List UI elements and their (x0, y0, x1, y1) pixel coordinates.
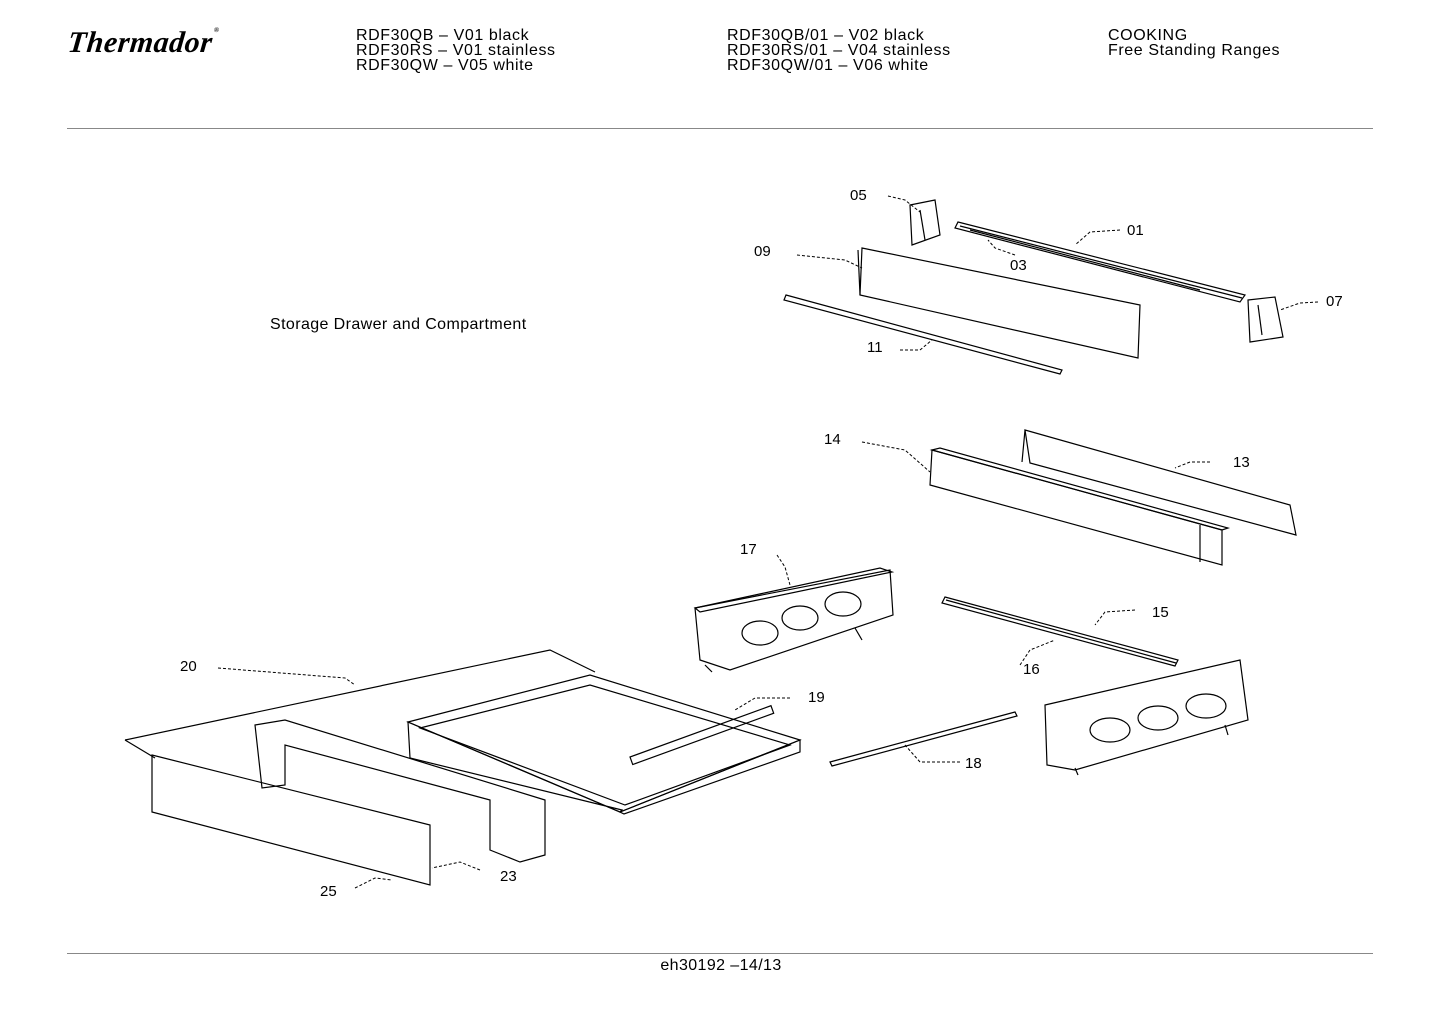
label-18: 18 (965, 755, 982, 772)
label-03: 03 (1010, 257, 1027, 274)
label-01: 01 (1127, 222, 1144, 239)
label-14: 14 (824, 431, 841, 448)
part-15-rail (941, 596, 1179, 667)
category-subtitle: Free Standing Ranges (1108, 42, 1281, 59)
part-14-panel (929, 447, 1231, 566)
part-18-strip (829, 711, 1018, 767)
part-20-sheet (124, 649, 596, 759)
model-line: RDF30QW/01 – V06 white (727, 57, 929, 74)
label-20: 20 (180, 658, 197, 675)
label-23: 23 (500, 868, 517, 885)
category-title: COOKING (1108, 27, 1188, 44)
part-side-right (1044, 659, 1249, 776)
part-23-panel (151, 754, 431, 886)
model-line: RDF30RS – V01 stainless (356, 42, 556, 59)
part-19-drawer (406, 674, 802, 815)
label-07: 07 (1326, 293, 1343, 310)
label-05: 05 (850, 187, 867, 204)
part-13-panel (1021, 429, 1297, 536)
section-title: Storage Drawer and Compartment (270, 316, 527, 333)
label-16: 16 (1023, 661, 1040, 678)
part-05-bracket (909, 199, 941, 246)
label-09: 09 (754, 243, 771, 260)
label-25: 25 (320, 883, 337, 900)
part-07-bracket (1247, 296, 1284, 343)
label-17: 17 (740, 541, 757, 558)
part-01-rail (954, 221, 1246, 303)
part-09-panel (857, 247, 1141, 359)
model-list-2: RDF30QB/01 – V02 black RDF30RS/01 – V04 … (727, 27, 951, 74)
page-footer: eh30192 –14/13 (660, 957, 782, 974)
model-line: RDF30QW – V05 white (356, 57, 534, 74)
label-13: 13 (1233, 454, 1250, 471)
model-line: RDF30RS/01 – V04 stainless (727, 42, 951, 59)
part-17-side (693, 567, 895, 673)
model-line: RDF30QB/01 – V02 black (727, 27, 925, 44)
label-15: 15 (1152, 604, 1169, 621)
model-list-1: RDF30QB – V01 black RDF30RS – V01 stainl… (356, 27, 556, 74)
category-block: COOKING Free Standing Ranges (1108, 27, 1281, 59)
footer-divider (67, 953, 1373, 954)
part-11-strip (783, 294, 1063, 375)
part-frame (254, 719, 546, 863)
label-19: 19 (808, 689, 825, 706)
label-11: 11 (867, 339, 883, 356)
model-line: RDF30QB – V01 black (356, 27, 530, 44)
header-divider (67, 128, 1373, 129)
